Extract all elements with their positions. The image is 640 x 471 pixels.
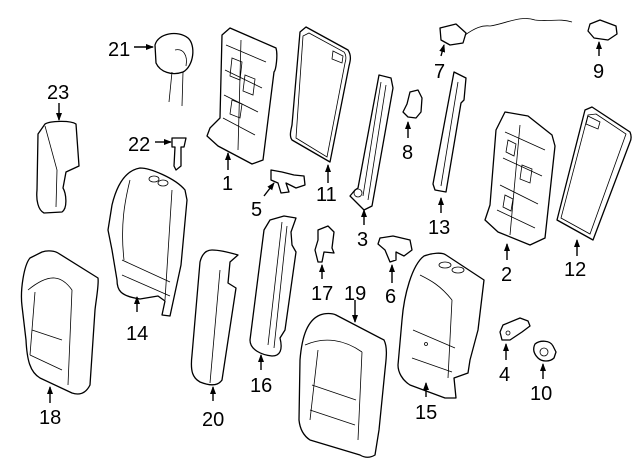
callout-19: 19: [344, 283, 366, 305]
part-5-hinge-bracket[interactable]: [270, 169, 306, 194]
callout-6: 6: [385, 286, 396, 308]
callout-4: 4: [499, 364, 510, 386]
callout-23: 23: [47, 82, 69, 104]
callout-20: 20: [202, 409, 224, 431]
part-17-bracket[interactable]: [314, 225, 335, 263]
callout-14: 14: [126, 323, 148, 345]
callout-10: 10: [530, 383, 552, 405]
part-11-back-panel-left[interactable]: [289, 26, 352, 163]
part-20-side-bolster-cover[interactable]: [190, 249, 239, 386]
part-18-seat-back-cover-left[interactable]: [20, 250, 99, 395]
callout-7: 7: [434, 61, 445, 83]
part-9-latch[interactable]: [587, 19, 618, 41]
callout-13: 13: [428, 217, 450, 239]
callout-15: 15: [415, 402, 437, 424]
callout-17: 17: [311, 283, 333, 305]
part-21-headrest[interactable]: [154, 32, 194, 107]
part-19-seat-back-cover-right[interactable]: [298, 312, 388, 458]
callout-3: 3: [357, 229, 368, 251]
part-3-frame-rail[interactable]: [349, 74, 394, 211]
leader-7: [439, 44, 446, 57]
part-12-back-panel-right[interactable]: [556, 106, 632, 241]
callout-21: 21: [108, 39, 130, 61]
part-6-hinge-bracket[interactable]: [377, 235, 413, 263]
callout-8: 8: [402, 142, 413, 164]
callout-18: 18: [39, 407, 61, 429]
part-16-side-bolster-pad[interactable]: [249, 215, 297, 357]
callout-11: 11: [316, 184, 337, 206]
part-7-release-cable[interactable]: [439, 18, 573, 46]
callout-2: 2: [501, 264, 512, 286]
callout-5: 5: [251, 199, 262, 221]
callout-12: 12: [564, 259, 586, 281]
part-13-trim-strip[interactable]: [432, 71, 467, 193]
part-1-seat-back-frame-left[interactable]: [206, 27, 278, 165]
callout-22: 22: [128, 134, 150, 156]
part-10-latch-strike[interactable]: [533, 340, 557, 362]
part-8-latch-bracket[interactable]: [402, 89, 423, 119]
callout-9: 9: [593, 61, 604, 83]
part-14-seat-back-pad-left[interactable]: [107, 167, 188, 317]
part-4-bracket[interactable]: [499, 317, 531, 341]
part-23-side-bolster[interactable]: [36, 120, 80, 214]
callout-16: 16: [250, 375, 272, 397]
callout-1: 1: [222, 173, 233, 195]
part-2-seat-back-frame-right[interactable]: [484, 111, 556, 246]
part-22-headrest-guide[interactable]: [171, 137, 187, 171]
part-15-seat-back-pad-right[interactable]: [397, 252, 485, 399]
leader-5: [263, 182, 275, 197]
